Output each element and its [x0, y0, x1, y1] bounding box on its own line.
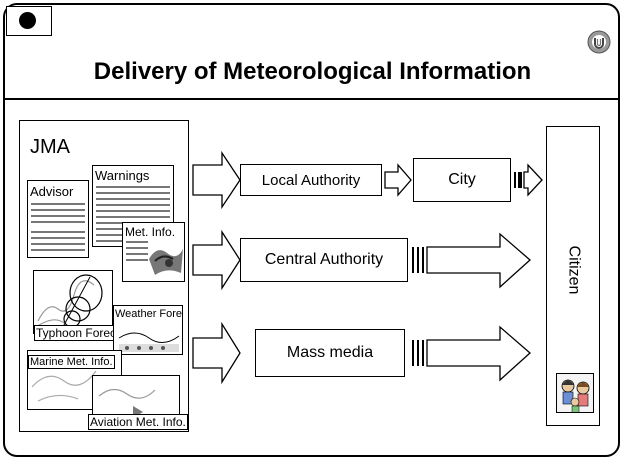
slide-title: Delivery of Meteorological Information [93, 58, 532, 85]
citizens-illustration-icon [556, 373, 594, 413]
met-info-card: Met. Info. [122, 222, 185, 282]
advisory-card: Advisor [27, 180, 89, 258]
slide-frame [3, 3, 620, 457]
node-local-authority: Local Authority [240, 164, 382, 196]
bullet-dot-icon [19, 12, 36, 29]
node-mass-media: Mass media [255, 329, 405, 377]
arrow-jma-to-local-authority [192, 150, 241, 210]
arrow-city-to-citizen [514, 163, 543, 197]
advisory-title: Advisor [30, 184, 74, 199]
arrow-media-to-citizen [412, 325, 531, 382]
citizen-label-wrap: Citizen [560, 230, 586, 310]
arrow-central-to-citizen [412, 232, 531, 289]
node-city: City [413, 158, 511, 202]
weather-forecast-title: Weather Forecast [115, 308, 182, 320]
arrow-local-to-city [384, 163, 412, 197]
node-central-authority: Central Authority [240, 238, 408, 282]
marine-label: Marine Met. Info. [28, 355, 115, 369]
arrow-jma-to-central-authority [192, 229, 241, 291]
met-info-title: Met. Info. [125, 225, 176, 239]
warnings-title: Warnings [95, 168, 150, 183]
arrow-jma-to-mass-media [192, 321, 241, 385]
weather-forecast-card: Weather Forecast [113, 305, 183, 355]
aviation-label: Aviation Met. Info. [88, 414, 188, 430]
logo-icon [587, 30, 611, 54]
title-divider [3, 98, 620, 100]
corner-box [6, 6, 52, 36]
typhoon-map-card [33, 270, 113, 334]
citizen-label: Citizen [565, 245, 582, 295]
jma-label: JMA [30, 136, 70, 158]
